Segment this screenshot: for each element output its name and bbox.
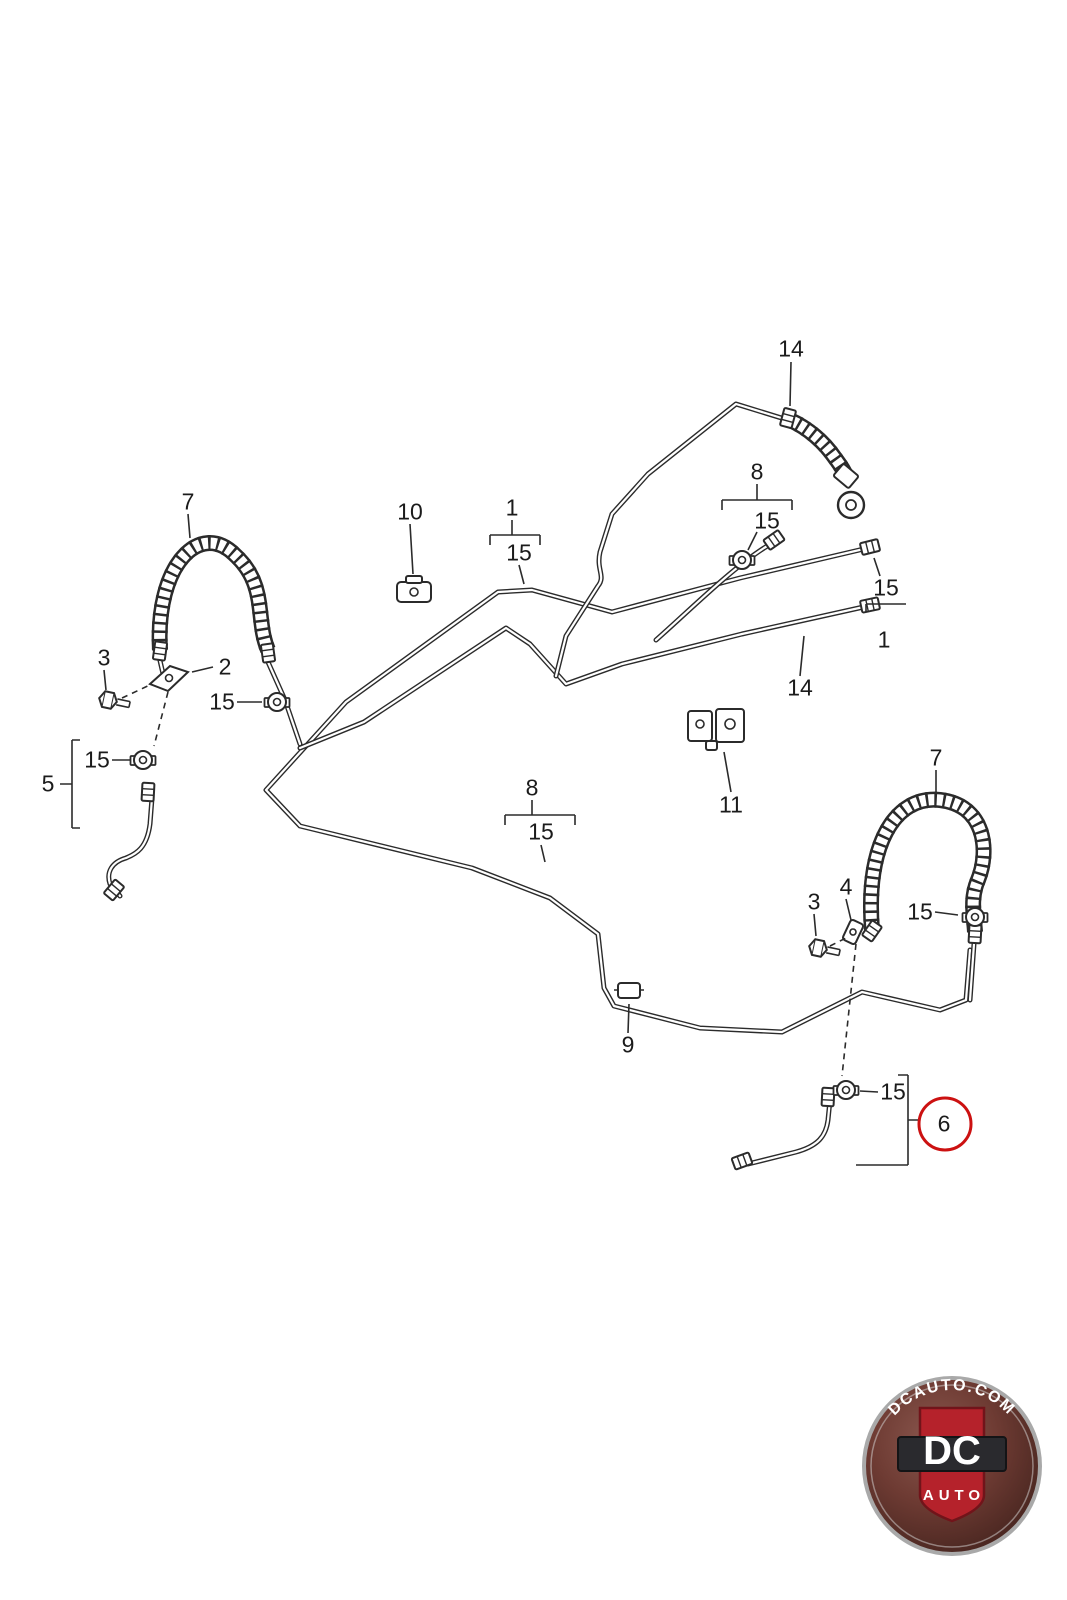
logo-brand-text: DC xyxy=(923,1429,981,1473)
callout-5: 5 xyxy=(41,770,55,797)
callout-15-top-right: 15 xyxy=(754,507,780,534)
logo-sub-text: AUTO xyxy=(923,1487,985,1504)
callout-14-right: 14 xyxy=(787,674,813,701)
callout-1-top: 1 xyxy=(505,494,519,521)
callout-10: 10 xyxy=(397,498,423,525)
clip-9 xyxy=(614,982,644,999)
bracket-2 xyxy=(148,664,190,693)
bracket-4 xyxy=(841,919,865,945)
clip-15-bottom xyxy=(832,1080,860,1100)
assembly-dashed-lines xyxy=(121,683,857,1077)
clip-15-group5 xyxy=(129,750,157,770)
brake-pipe-6 xyxy=(748,1100,830,1164)
brake-line-main-upper xyxy=(266,548,970,1032)
callout-15-left: 15 xyxy=(209,688,235,715)
callout-15-group5: 15 xyxy=(84,746,110,773)
callout-leaders xyxy=(60,361,959,1166)
callout-14-top: 14 xyxy=(778,335,804,362)
clip-15-top xyxy=(728,550,756,570)
callout-3-right: 3 xyxy=(807,888,821,915)
bolt-3-right xyxy=(806,937,843,962)
flex-hose-7-left xyxy=(160,543,268,650)
callout-1-right: 1 xyxy=(877,626,891,653)
tube-fittings xyxy=(102,406,983,1171)
logo-band xyxy=(897,1436,1007,1472)
callout-9: 9 xyxy=(621,1031,635,1058)
banjo-fitting-14 xyxy=(833,463,866,520)
callout-15-top-center: 15 xyxy=(506,539,532,566)
bracket-11 xyxy=(687,708,745,751)
callout-6: 6 xyxy=(937,1110,951,1137)
callout-8-mid: 8 xyxy=(525,774,539,801)
callout-15-right-upper: 15 xyxy=(873,574,899,601)
callout-2: 2 xyxy=(218,653,232,680)
callout-3-left: 3 xyxy=(97,644,111,671)
callout-7-left: 7 xyxy=(181,488,195,515)
callout-8-top: 8 xyxy=(750,458,764,485)
clamp-10 xyxy=(396,575,432,603)
dc-auto-logo: DCAUTO.COM DC AUTO xyxy=(862,1376,1042,1556)
highlight-circle-6 xyxy=(917,1096,973,1152)
brake-line-8-top xyxy=(656,542,774,640)
callout-4: 4 xyxy=(839,873,853,900)
callout-15-bottom: 15 xyxy=(880,1078,906,1105)
brake-line-main-lower xyxy=(300,606,868,748)
callout-11: 11 xyxy=(719,791,743,818)
bolt-3-left xyxy=(96,689,133,714)
callout-15-right-lower: 15 xyxy=(907,898,933,925)
callout-15-mid: 15 xyxy=(528,818,554,845)
callout-7-right: 7 xyxy=(929,744,943,771)
